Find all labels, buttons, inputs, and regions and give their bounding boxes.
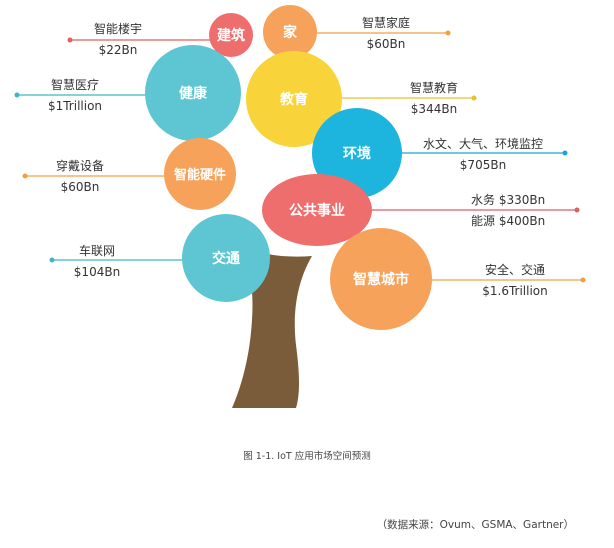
app-health: 智慧医疗 [50, 78, 99, 92]
bubble-home [263, 5, 317, 59]
value-hardware: $60Bn [60, 180, 100, 194]
value-building: $22Bn [98, 43, 138, 57]
label-home: 智慧家庭 $60Bn [336, 15, 436, 52]
label-health: 智慧医疗 $1Trillion [20, 77, 130, 114]
line-smart-city [420, 277, 586, 283]
label-education: 智慧教育 $344Bn [384, 80, 484, 117]
label-utilities: 水务 $330Bn 能源 $400Bn [471, 192, 581, 229]
title-education: 教育 [280, 91, 308, 108]
label-building: 智能楼宇 $22Bn [68, 21, 168, 58]
bubble-environment [312, 108, 402, 198]
title-environment: 环境 [343, 145, 371, 162]
title-home: 家 [283, 24, 298, 41]
value-smart-city: $1.6Trillion [482, 284, 548, 298]
bubble-hardware [164, 138, 236, 210]
title-utilities: 公共事业 [289, 202, 345, 219]
bubble-building [209, 13, 253, 57]
line-utilities [362, 207, 580, 213]
bubble-education [246, 51, 342, 147]
line-home [315, 30, 451, 36]
title-smart-city: 智慧城市 [352, 271, 409, 288]
bubble-health [145, 45, 241, 141]
value-home: $60Bn [366, 37, 406, 51]
bubble-transport [182, 214, 270, 302]
title-hardware: 智能硬件 [174, 167, 226, 183]
connector-lines [14, 30, 586, 283]
line-building [67, 37, 212, 43]
line-environment [400, 150, 568, 156]
value-health: $1Trillion [47, 99, 103, 113]
title-building: 建筑 [217, 27, 245, 44]
app-hardware: 穿戴设备 [55, 159, 104, 173]
title-transport: 交通 [212, 250, 240, 267]
value-environment: $705Bn [459, 158, 507, 172]
app-environment: 水文、大气、环境监控 [422, 137, 543, 151]
bubble-utilities [262, 174, 372, 246]
line-hardware [22, 173, 165, 179]
line-education [340, 95, 477, 101]
value-utilities: 能源 $400Bn [471, 214, 546, 228]
figure-caption: 图 1-1. IoT 应用市场空间预测 [243, 451, 371, 462]
label-transport: 车联网 $104Bn [47, 243, 147, 280]
app-education: 智慧教育 [409, 81, 458, 95]
bubble-smart-city [330, 228, 432, 330]
label-environment: 水文、大气、环境监控 $705Bn [418, 136, 548, 173]
app-utilities: 水务 $330Bn [471, 193, 546, 207]
app-transport: 车联网 [78, 244, 115, 258]
label-hardware: 穿戴设备 $60Bn [30, 158, 130, 195]
label-smart-city: 安全、交通 $1.6Trillion [460, 262, 570, 299]
app-building: 智能楼宇 [93, 22, 142, 36]
value-transport: $104Bn [73, 265, 121, 279]
line-health [14, 92, 150, 98]
app-home: 智慧家庭 [361, 16, 410, 30]
title-health: 健康 [179, 85, 208, 102]
app-smart-city: 安全、交通 [484, 263, 545, 277]
data-source: （数据来源：Ovum、GSMA、Gartner） [376, 519, 574, 531]
line-transport [49, 257, 190, 263]
value-education: $344Bn [410, 102, 458, 116]
